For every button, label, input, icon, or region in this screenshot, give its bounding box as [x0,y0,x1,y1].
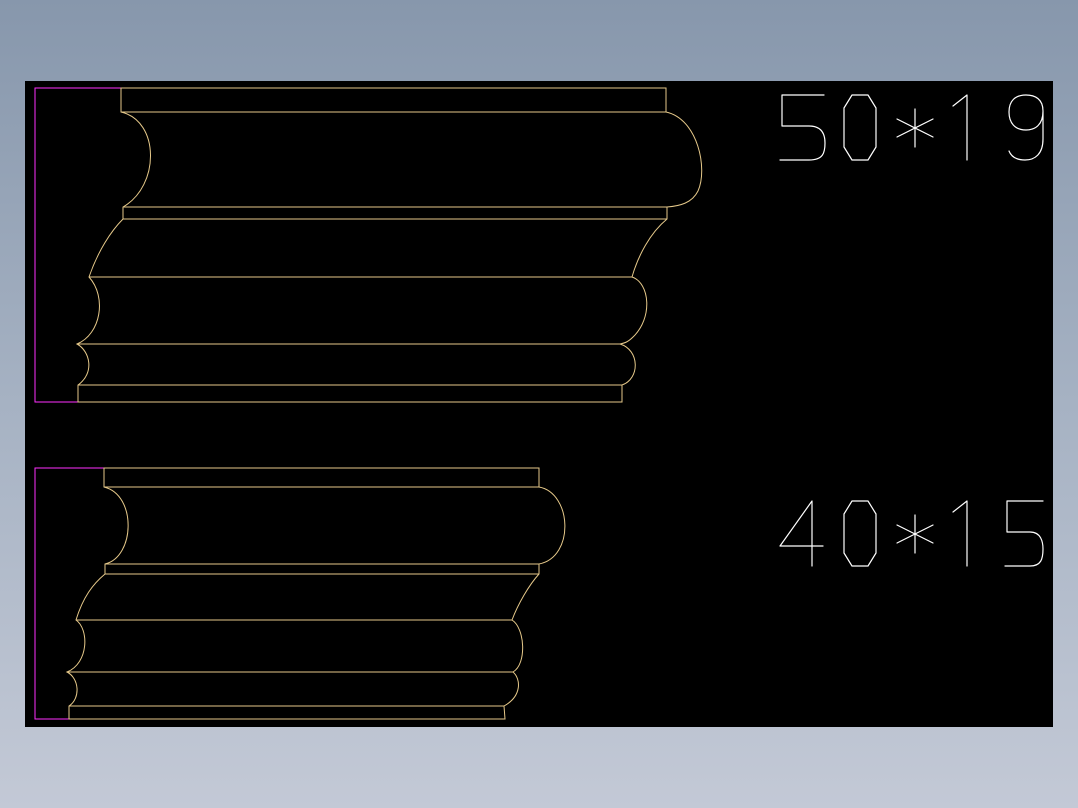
label-glyph [843,94,877,161]
label-glyph [896,108,934,148]
label-glyph [779,500,824,567]
molding-profile-50x19 [34,87,703,403]
label-glyph [779,94,826,161]
label-glyph [1008,94,1044,161]
molding-profile-40x15 [34,467,566,720]
cad-drawing: 50*19 40*15 [34,87,1044,720]
profile-size-label: 50*19 [779,94,1044,161]
profile-outline [65,467,566,720]
profile-boundary [34,467,104,720]
profile-outline [75,87,703,403]
label-glyph [1004,500,1044,567]
label-glyph [952,500,968,567]
label-glyph [843,500,877,567]
profile-size-label: 40*15 [779,500,1044,567]
label-glyph [896,514,934,554]
cad-drawing-canvas: 50*19 40*15 [25,81,1053,727]
label-glyph [952,94,968,161]
profile-boundary [34,87,121,403]
